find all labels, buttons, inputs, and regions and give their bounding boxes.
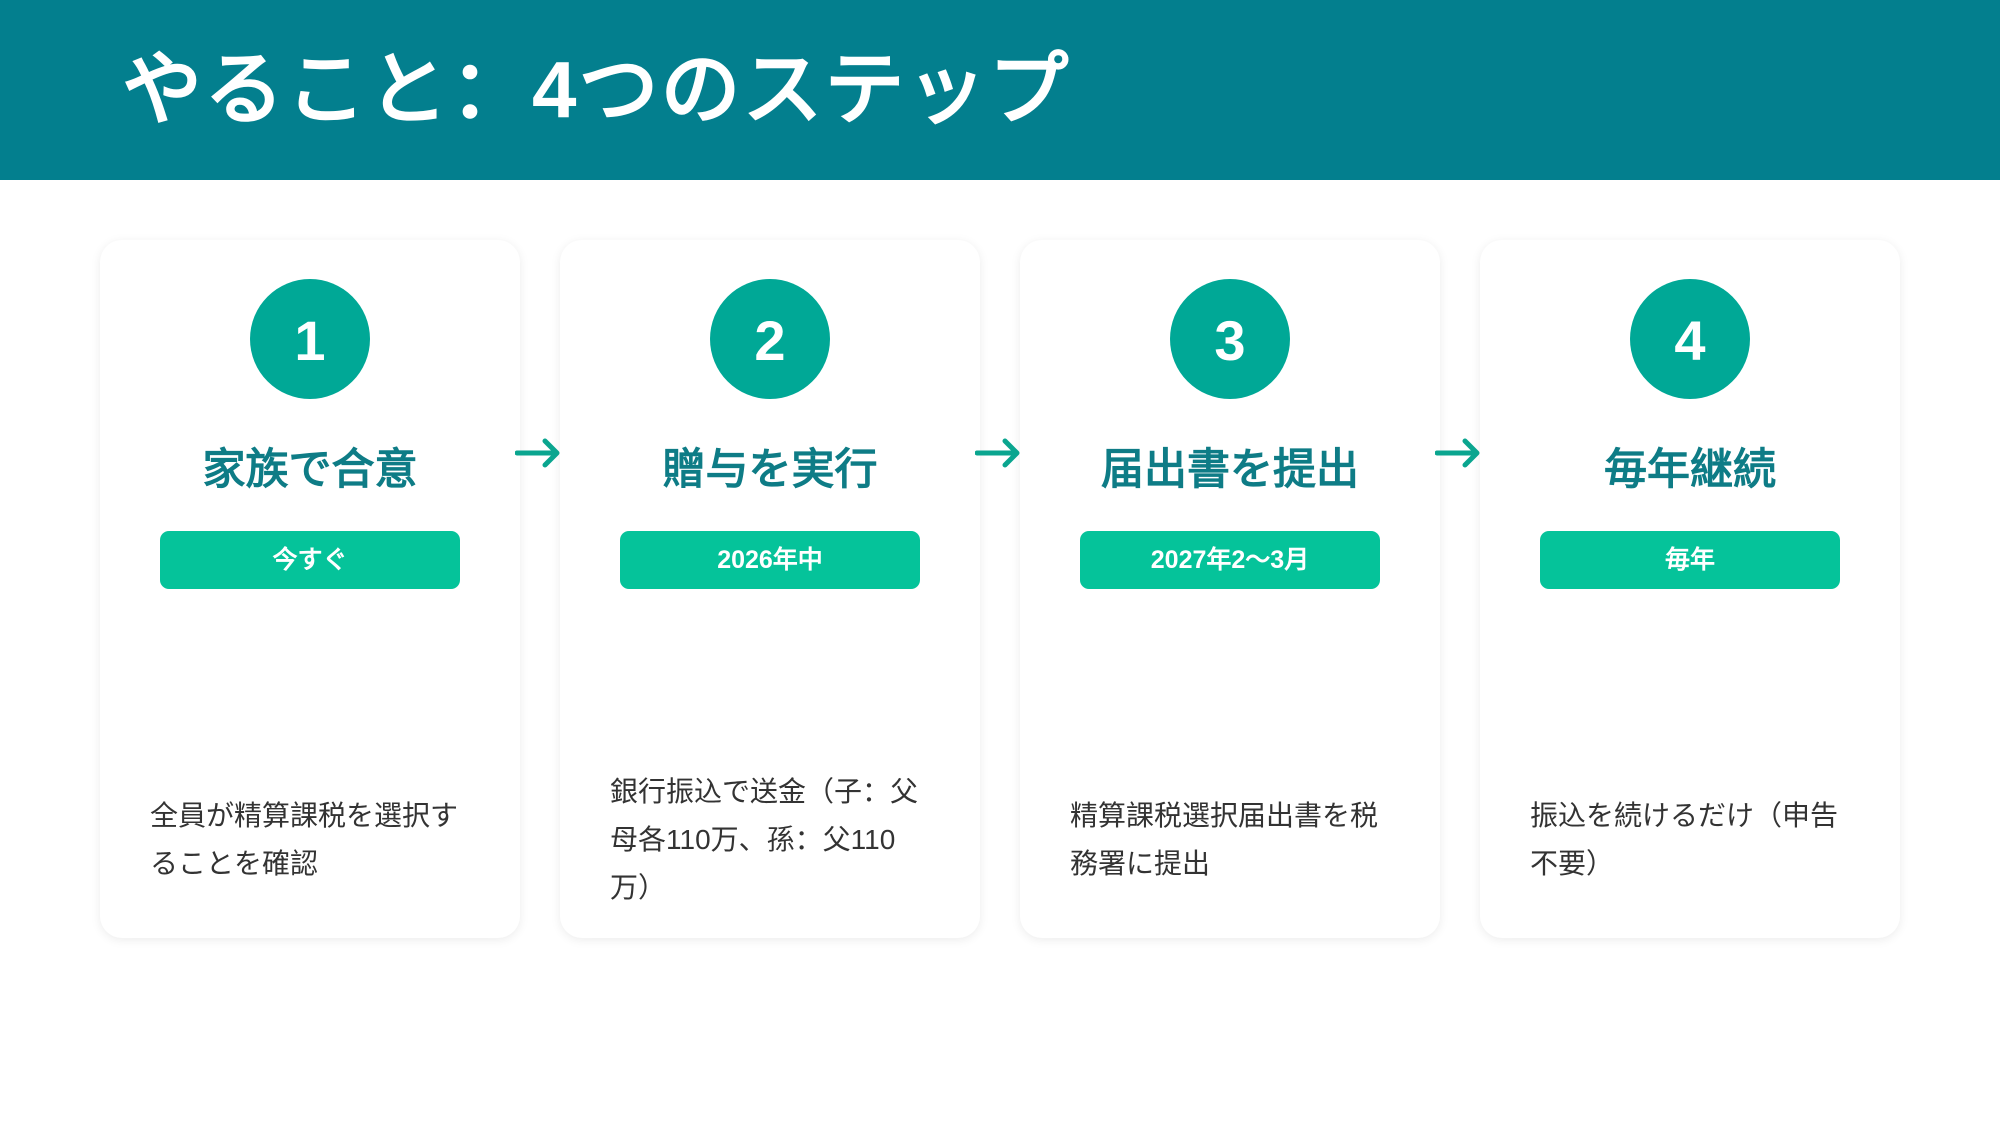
step-timing-pill: 2026年中	[620, 531, 920, 589]
step-number-badge: 3	[1170, 279, 1290, 399]
step-card-4: 4 毎年継続 毎年 振込を続けるだけ（申告不要）	[1480, 240, 1900, 938]
arrow-right-icon	[515, 438, 560, 468]
step-title: 贈与を実行	[662, 446, 878, 494]
arrow-right-icon	[975, 438, 1020, 468]
step-number-badge: 2	[710, 279, 830, 399]
step-card-2: 2 贈与を実行 2026年中 銀行振込で送金（子：父母各110万、孫：父110万…	[560, 240, 980, 938]
header-bar: やること：4つのステップ	[0, 0, 2000, 180]
step-description: 銀行振込で送金（子：父母各110万、孫：父110万）	[610, 776, 919, 903]
page-title: やること：4つのステップ	[122, 45, 1071, 134]
step-timing-pill: 毎年	[1540, 531, 1840, 589]
step-timing-pill: 今すぐ	[160, 531, 460, 589]
step-description: 精算課税選択届出書を税務署に提出	[1070, 800, 1379, 879]
step-number-badge: 4	[1630, 279, 1750, 399]
arrow-right-icon	[1435, 438, 1480, 468]
step-title: 家族で合意	[202, 446, 418, 494]
step-title: 届出書を提出	[1101, 446, 1359, 494]
step-description: 全員が精算課税を選択することを確認	[150, 800, 459, 879]
step-card-1: 1 家族で合意 今すぐ 全員が精算課税を選択することを確認	[100, 240, 520, 938]
step-title: 毎年継続	[1604, 446, 1776, 494]
step-description: 振込を続けるだけ（申告不要）	[1530, 800, 1839, 879]
step-number-badge: 1	[250, 279, 370, 399]
step-card-3: 3 届出書を提出 2027年2〜3月 精算課税選択届出書を税務署に提出	[1020, 240, 1440, 938]
step-timing-pill: 2027年2〜3月	[1080, 531, 1380, 589]
